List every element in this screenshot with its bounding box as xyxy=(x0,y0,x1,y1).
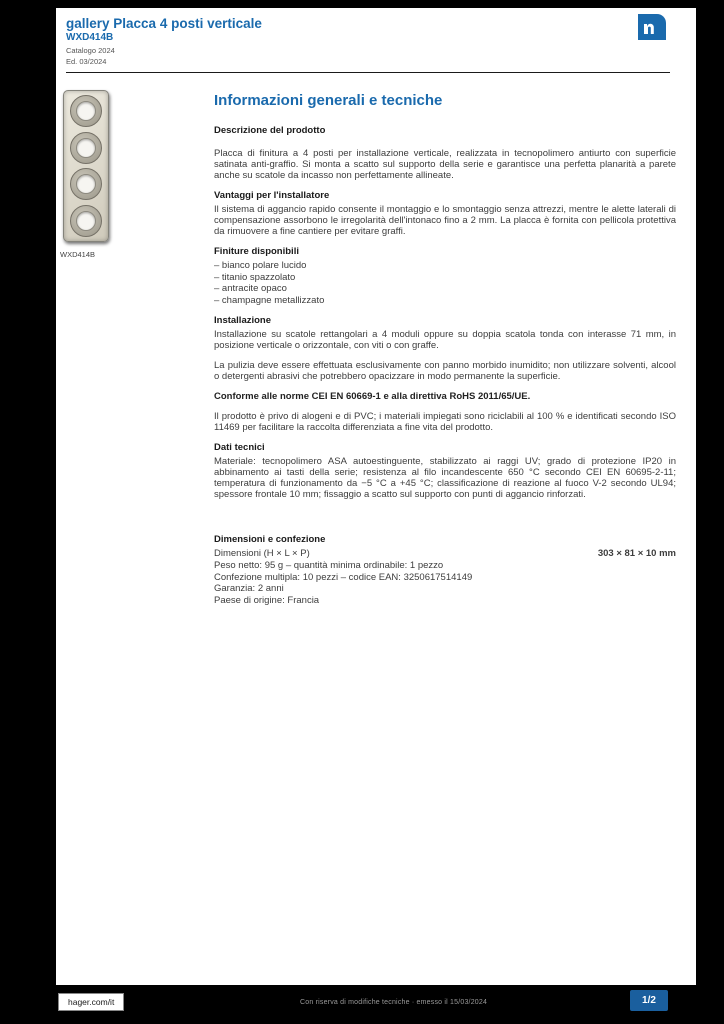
socket-opening xyxy=(70,131,102,164)
finishes-list: – bianco polare lucido – titanio spazzol… xyxy=(214,260,676,306)
finish-item: – titanio spazzolato xyxy=(214,271,296,283)
page-header: gallery Placca 4 posti verticale WXD414B… xyxy=(66,16,670,66)
finish-item: – bianco polare lucido xyxy=(214,260,307,271)
photo-caption: WXD414B xyxy=(60,250,96,259)
section-heading: Informazioni generali e tecniche xyxy=(214,92,443,109)
socket-hole xyxy=(76,174,96,195)
product-title: gallery Placca 4 posti verticale xyxy=(66,16,262,31)
dimension-row: Dimensioni (H × L × P) 303 × 81 × 10 mm xyxy=(214,548,676,560)
packaging-line-2: Confezione multipla: 10 pezzi – codice E… xyxy=(214,571,473,583)
intro-paragraph: Placca di finitura a 4 posti per install… xyxy=(214,148,676,181)
care-paragraph: La pulizia deve essere effettuata esclus… xyxy=(214,360,676,382)
socket-opening xyxy=(70,168,102,201)
tech-paragraph: Materiale: tecnopolimero ASA autoestingu… xyxy=(214,456,676,500)
main-content: Informazioni generali e tecniche Descriz… xyxy=(214,92,676,606)
dimension-label: Dimensioni (H × L × P) xyxy=(214,548,310,559)
website-link[interactable]: hager.com/it xyxy=(58,993,125,1011)
header-meta-1: Catalogo 2024 xyxy=(66,46,115,55)
eco-paragraph: Il prodotto è privo di alogeni e di PVC;… xyxy=(214,411,676,433)
datasheet-page: gallery Placca 4 posti verticale WXD414B… xyxy=(56,8,696,985)
tech-title: Dati tecnici xyxy=(214,442,265,453)
hager-logo-icon xyxy=(638,14,666,40)
finish-item: – champagne metallizzato xyxy=(214,294,325,306)
finish-item: – antracite opaco xyxy=(214,283,287,294)
warranty-line: Garanzia: 2 anni xyxy=(214,583,284,594)
cover-plate-image xyxy=(63,90,109,242)
socket-hole xyxy=(76,137,96,158)
page-number-badge: 1/2 xyxy=(630,990,668,1011)
footer-disclaimer: Con riserva di modifiche tecniche · emes… xyxy=(300,999,488,1006)
advantages-paragraph: Il sistema di aggancio rapido consente i… xyxy=(214,204,676,237)
product-photo: WXD414B xyxy=(60,90,112,259)
socket-opening xyxy=(70,95,102,128)
dimension-value: 303 × 81 × 10 mm xyxy=(597,548,676,559)
product-reference: WXD414B xyxy=(66,32,114,43)
compliance-note: Conforme alle norme CEI EN 60669-1 e all… xyxy=(214,391,531,402)
socket-hole xyxy=(76,210,96,231)
install-paragraph: Installazione su scatole rettangolari a … xyxy=(214,329,676,351)
advantages-title: Vantaggi per l'installatore xyxy=(214,190,330,201)
origin-line: Paese di origine: Francia xyxy=(214,594,320,606)
finishes-title: Finiture disponibili xyxy=(214,246,299,257)
socket-opening xyxy=(70,204,102,237)
dimensions-section: Dimensioni e confezione Dimensioni (H × … xyxy=(214,534,676,606)
packaging-line-1: Peso netto: 95 g – quantità minima ordin… xyxy=(214,560,444,571)
socket-hole xyxy=(76,101,96,122)
header-meta-2: Ed. 03/2024 xyxy=(66,57,107,66)
header-divider xyxy=(66,72,670,73)
install-title: Installazione xyxy=(214,315,272,326)
dims-title: Dimensioni e confezione xyxy=(214,534,326,545)
sub-heading: Descrizione del prodotto xyxy=(214,125,326,136)
